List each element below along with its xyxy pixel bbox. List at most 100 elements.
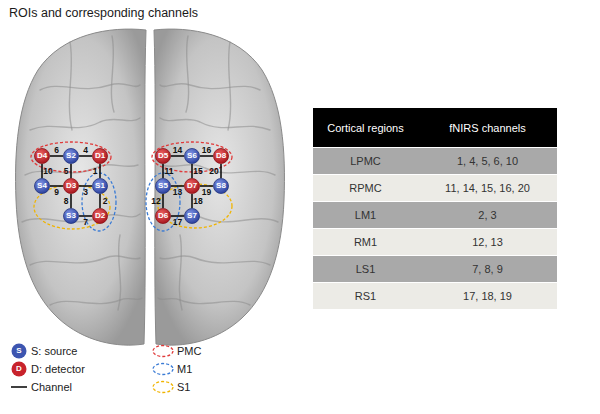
- table-cell-text: LS1: [356, 263, 376, 275]
- legend-text: M1: [177, 362, 192, 376]
- legend-sample: [152, 379, 174, 395]
- table-cell: 2, 3: [418, 202, 557, 229]
- optode: S4: [34, 178, 50, 194]
- channel-number: 18: [193, 196, 202, 206]
- channel-line: [191, 194, 193, 208]
- channel-line: [79, 185, 92, 187]
- optode: D4: [34, 148, 50, 164]
- left-hemisphere: [16, 29, 146, 345]
- table-cell: 11, 14, 15, 16, 20: [418, 175, 557, 202]
- table-cell-text: RS1: [355, 290, 376, 302]
- optode-label: D3: [59, 178, 83, 194]
- sulcus-line: [179, 235, 182, 310]
- channel-number: 12: [151, 196, 160, 206]
- optode-label: S3: [59, 208, 83, 224]
- sulcus-line: [228, 42, 231, 130]
- channel-line: [171, 155, 184, 157]
- channel-number: 1: [93, 166, 98, 176]
- sulcus-line: [50, 298, 142, 305]
- optode: D1: [92, 148, 108, 164]
- legend-letter: D: [11, 361, 27, 377]
- optode: S8: [213, 178, 229, 194]
- channel-line: [70, 164, 72, 178]
- legend-text: PMC: [177, 344, 201, 358]
- optode: D7: [184, 178, 200, 194]
- table-cell: 12, 13: [418, 229, 557, 256]
- table-cell-text: 7, 8, 9: [472, 263, 503, 275]
- channel-number: 2: [103, 196, 108, 206]
- channel-number: 14: [173, 145, 182, 155]
- optode-label: D7: [180, 178, 204, 194]
- table-cell: RM1: [313, 229, 418, 256]
- table-cell: 17, 18, 19: [418, 283, 557, 310]
- legend-ellipse: [153, 382, 173, 393]
- legend-swatch: D: [11, 361, 27, 377]
- channel-line: [41, 164, 43, 178]
- optode: S3: [63, 208, 79, 224]
- legend-swatch: [152, 361, 174, 377]
- channel-line: [200, 185, 213, 187]
- optode: S7: [184, 208, 200, 224]
- table-cell-text: 12, 13: [472, 236, 503, 248]
- optode-label: D2: [88, 208, 112, 224]
- channel-line: [191, 164, 193, 178]
- right-sulci: [158, 36, 278, 310]
- optode-label: S2: [59, 148, 83, 164]
- channel-number: 7: [83, 217, 88, 227]
- table-cell-text: LM1: [355, 209, 376, 221]
- channel-number: 16: [202, 145, 211, 155]
- sulcus-line: [160, 84, 260, 90]
- sulcus-line: [69, 42, 72, 130]
- legend-sample: [152, 361, 174, 377]
- channel-number: 4: [83, 145, 88, 155]
- optode: S1: [92, 178, 108, 194]
- optode: S5: [155, 178, 171, 194]
- sulcus-line: [40, 84, 140, 90]
- legend-text: S: source: [31, 344, 77, 358]
- table-cell-text: 2, 3: [478, 209, 496, 221]
- channel-line: [200, 155, 213, 157]
- channel-line: [99, 194, 101, 208]
- channel-number: 17: [173, 217, 182, 227]
- optode: D5: [155, 148, 171, 164]
- table-cell: RS1: [313, 283, 418, 310]
- table-header-text: Cortical regions: [327, 122, 403, 134]
- channel-number: 3: [83, 187, 88, 197]
- optode: D2: [92, 208, 108, 224]
- legend-text: Channel: [31, 380, 72, 394]
- channel-number: 6: [54, 145, 59, 155]
- optode-label: D6: [151, 208, 175, 224]
- table-cell-text: LPMC: [350, 155, 381, 167]
- channel-number: 15: [193, 166, 202, 176]
- channel-line: [220, 164, 222, 178]
- channel-number: 10: [43, 166, 52, 176]
- optode-label: S6: [180, 148, 204, 164]
- m1-region: [82, 173, 116, 231]
- sulcus-line: [30, 118, 140, 130]
- table-cell: RPMC: [313, 175, 418, 202]
- table-header-cell: Cortical regions: [313, 108, 418, 148]
- optode-label: S7: [180, 208, 204, 224]
- channel-number: 11: [165, 166, 174, 176]
- channel-line: [162, 194, 164, 208]
- legend-line: [11, 386, 27, 388]
- legend-sample: [11, 379, 27, 395]
- left-sulci: [22, 36, 142, 310]
- legend-circle: [12, 362, 27, 377]
- table-cell: 1, 4, 5, 6, 10: [418, 148, 557, 175]
- table-cell-text: RPMC: [349, 182, 381, 194]
- legend-ellipse: [153, 364, 173, 375]
- optode: D8: [213, 148, 229, 164]
- table-cell: LS1: [313, 256, 418, 283]
- sulcus-line: [111, 36, 114, 112]
- table-header-text: fNIRS channels: [449, 122, 525, 134]
- sulcus-line: [186, 36, 189, 112]
- channel-number: 9: [54, 187, 59, 197]
- channel-line: [50, 155, 63, 157]
- optode-label: D1: [88, 148, 112, 164]
- channel-line: [162, 164, 164, 178]
- figure-title: ROIs and corresponding channels: [9, 6, 198, 20]
- legend-swatch: S: [11, 343, 27, 359]
